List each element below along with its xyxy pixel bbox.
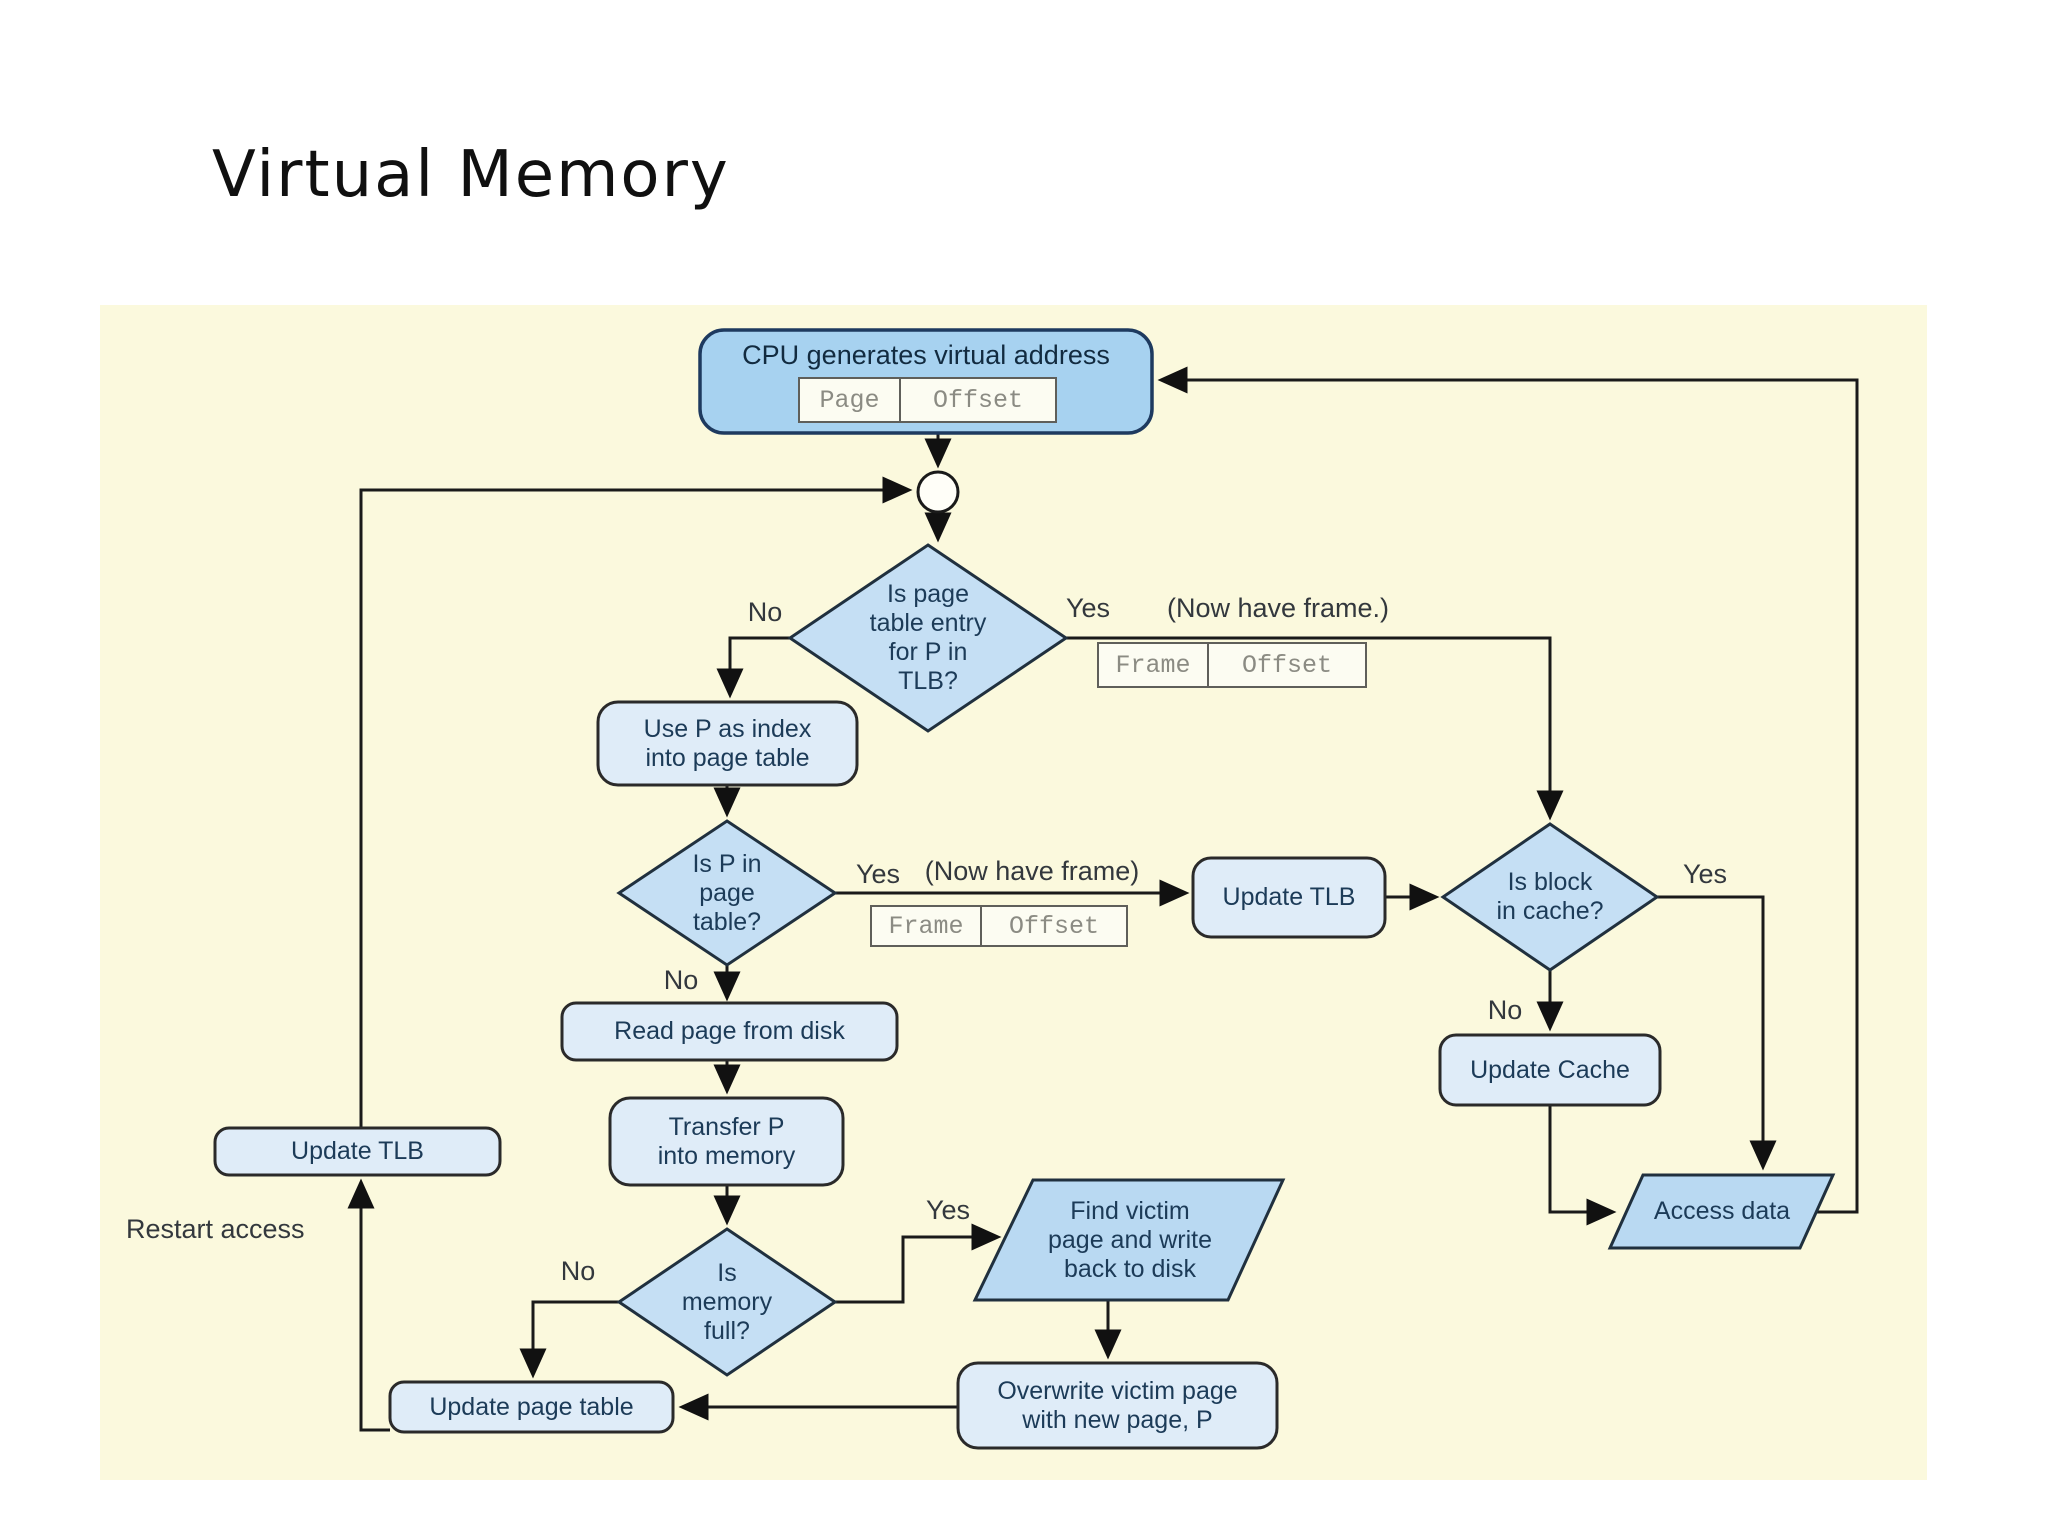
- page-title: Virtual Memory: [212, 138, 730, 212]
- overwrite-victim-label: Overwrite victim page with new page, P: [997, 1376, 1238, 1434]
- offset-field: Offset: [1008, 911, 1099, 941]
- pt-yes-note-label: (Now have frame): [924, 855, 1140, 886]
- pt-yes-label: Yes: [855, 858, 901, 889]
- tlb-yes-label: Yes: [1065, 592, 1111, 623]
- access-data-label: Access data: [1653, 1197, 1791, 1225]
- update-tlb-mid-label: Update TLB: [1222, 883, 1356, 911]
- edge-access-data-to-cpu: [1157, 366, 1859, 1214]
- memory-full-check-label: Is memory full?: [681, 1258, 773, 1345]
- edge-restart-to-connector: [359, 476, 913, 1128]
- tlb-yes-note-label: (Now have frame.): [1166, 592, 1390, 623]
- cache-no-label: No: [1487, 994, 1523, 1025]
- read-page-label: Read page from disk: [614, 1017, 845, 1045]
- connector-circle: [916, 470, 960, 514]
- mem-yes-label: Yes: [925, 1194, 971, 1225]
- update-tlb-left-label: Update TLB: [291, 1137, 424, 1165]
- offset-field: Offset: [932, 385, 1023, 415]
- edge-mem-yes: [835, 1223, 1002, 1304]
- memory-full-check-diamond: [616, 1227, 838, 1377]
- tlb-no-label: No: [747, 596, 783, 627]
- frame-offset-top-fieldbox: Frame Offset: [1097, 642, 1367, 688]
- find-victim-label: Find victim page and write back to disk: [1047, 1196, 1212, 1283]
- frame-offset-mid-fieldbox: Frame Offset: [870, 905, 1128, 947]
- update-page-table-shape: [388, 1380, 675, 1434]
- tlb-check-label: Is page table entry for P in TLB?: [869, 580, 987, 695]
- page-table-check-diamond: [616, 819, 838, 967]
- page-field: Page: [800, 379, 901, 421]
- tlb-check-diamond: [787, 543, 1069, 733]
- update-tlb-mid-shape: [1191, 856, 1387, 939]
- update-page-table-label: Update page table: [429, 1392, 634, 1421]
- edge-tlb-yes: [1066, 636, 1564, 821]
- use-p-index-shape: [596, 700, 859, 787]
- page-offset-fieldbox: Page Offset: [798, 377, 1057, 423]
- edge-cache-yes: [1657, 895, 1777, 1171]
- access-data-parallelogram: [1607, 1173, 1836, 1250]
- cache-check-label: Is block in cache?: [1496, 868, 1604, 925]
- edge-tlb-no: [716, 636, 790, 699]
- mem-no-label: No: [560, 1255, 596, 1286]
- cache-check-diamond: [1440, 822, 1660, 972]
- transfer-p-label: Transfer P into memory: [657, 1112, 796, 1170]
- frame-field: Frame: [872, 907, 982, 945]
- overwrite-victim-shape: [956, 1361, 1279, 1450]
- pt-no-label: No: [663, 964, 699, 995]
- cache-yes-label: Yes: [1682, 858, 1728, 889]
- offset-field: Offset: [1241, 650, 1332, 680]
- update-tlb-left-shape: [213, 1126, 502, 1177]
- transfer-p-shape: [608, 1096, 845, 1187]
- page-table-check-label: Is P in page table?: [692, 849, 762, 936]
- update-cache-shape: [1438, 1033, 1662, 1107]
- edge-update-page-table-to-update-tlb: [347, 1178, 390, 1432]
- update-cache-label: Update Cache: [1470, 1055, 1630, 1084]
- edge-mem-no: [519, 1300, 619, 1379]
- use-p-index-label: Use P as index into page table: [643, 714, 812, 772]
- edge-update-cache-to-access-data: [1548, 1105, 1617, 1226]
- restart-access-label: Restart access: [126, 1213, 305, 1244]
- frame-field: Frame: [1099, 644, 1209, 686]
- cpu-node-label: CPU generates virtual address: [742, 340, 1110, 371]
- read-page-shape: [560, 1001, 899, 1062]
- find-victim-parallelogram: [972, 1178, 1286, 1302]
